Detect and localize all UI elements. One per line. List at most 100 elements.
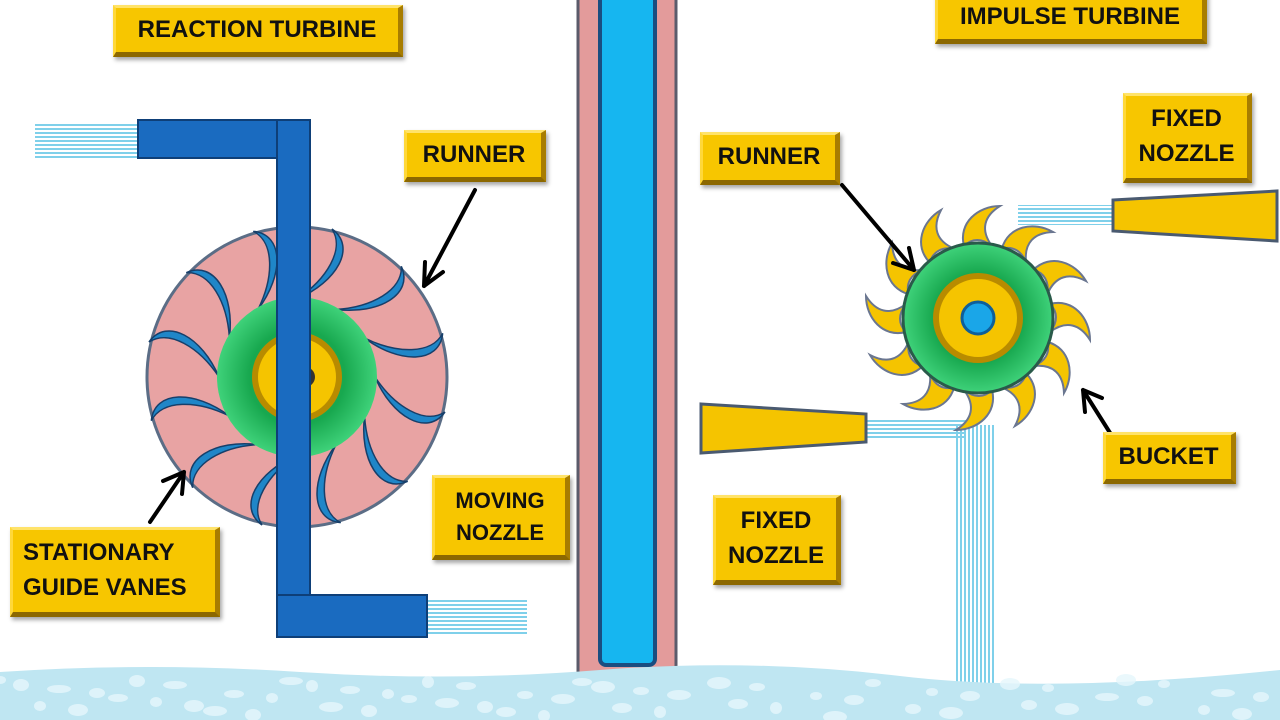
- water-droplet: [960, 691, 980, 701]
- water-droplet: [184, 700, 204, 712]
- water-droplet: [865, 679, 881, 687]
- reaction-pipe: [137, 119, 428, 638]
- water-droplet: [279, 677, 303, 685]
- guide-vane: [364, 332, 444, 358]
- water-droplet: [1000, 678, 1020, 690]
- water-jet-bottom-nozzle: [866, 420, 966, 440]
- water-droplet: [108, 694, 128, 702]
- guide-vane: [186, 269, 232, 339]
- bucket: [1000, 225, 1057, 264]
- water-droplet: [319, 702, 343, 712]
- water-droplet: [517, 691, 533, 699]
- arrow-runner-right: [840, 183, 916, 272]
- water-droplet: [224, 690, 244, 698]
- water-droplet: [770, 702, 782, 714]
- water-droplet: [844, 695, 864, 705]
- water-droplet: [1211, 689, 1235, 697]
- water-droplet: [129, 675, 145, 687]
- stationary-guide-vanes-label: STATIONARY GUIDE VANES: [10, 527, 220, 617]
- bucket-label: BUCKET: [1103, 432, 1236, 484]
- guide-vane: [296, 228, 344, 300]
- water-droplet: [1095, 693, 1119, 701]
- water-droplet: [163, 681, 187, 689]
- bucket: [1032, 340, 1071, 397]
- water-droplet: [1198, 705, 1210, 715]
- water-droplet: [612, 703, 632, 713]
- water-droplet: [1232, 708, 1252, 720]
- water-droplet: [203, 706, 227, 716]
- water-droplet: [89, 688, 105, 698]
- guide-vane: [252, 230, 278, 310]
- arrow-bucket: [1081, 388, 1114, 438]
- water-droplet: [361, 705, 377, 717]
- bucket: [1001, 371, 1036, 429]
- guide-vane: [250, 454, 298, 526]
- water-droplet: [728, 699, 748, 709]
- guide-vane: [316, 444, 342, 524]
- water-droplet: [340, 686, 360, 694]
- water-jet-outlet: [427, 600, 527, 635]
- fixed-nozzle-bottom-label: FIXED NOZZLE: [713, 495, 841, 585]
- water-droplet: [150, 697, 162, 707]
- water-droplet: [1158, 680, 1170, 688]
- arrow-runner-left: [422, 188, 477, 288]
- water-jet-top-nozzle: [1018, 205, 1113, 225]
- guide-vane: [148, 330, 220, 378]
- water-droplet: [382, 689, 394, 699]
- bucket: [1031, 260, 1089, 295]
- runner-label-left: RUNNER: [404, 130, 546, 182]
- bucket: [864, 292, 908, 335]
- moving-nozzle-label: MOVING NOZZLE: [432, 475, 570, 560]
- bucket: [867, 341, 925, 376]
- water-droplet: [266, 693, 278, 703]
- guide-vane: [335, 266, 405, 312]
- water-droplet: [422, 676, 434, 688]
- fixed-nozzle-top: [1111, 189, 1279, 243]
- water-droplet: [68, 704, 88, 716]
- water-droplet: [572, 678, 592, 686]
- bucket: [1048, 301, 1092, 344]
- water-droplet: [0, 676, 6, 684]
- water-droplet: [1021, 700, 1037, 710]
- water-droplet: [1042, 684, 1054, 692]
- impulse-runner: [864, 204, 1092, 432]
- water-fall: [955, 425, 995, 685]
- water-droplet: [749, 683, 765, 691]
- water-droplet: [538, 710, 550, 720]
- arrow-guide-vanes: [148, 470, 186, 524]
- water-droplet: [401, 695, 417, 703]
- impulse-turbine-title: IMPULSE TURBINE: [935, 0, 1207, 44]
- water-droplet: [939, 707, 963, 719]
- water-droplet: [477, 701, 493, 713]
- guide-vane: [362, 415, 408, 485]
- reaction-turbine-title: REACTION TURBINE: [113, 5, 403, 57]
- fixed-nozzle-top-label: FIXED NOZZLE: [1123, 93, 1252, 183]
- bucket: [899, 372, 956, 411]
- guide-vane: [150, 396, 230, 422]
- fixed-nozzle-bottom: [699, 402, 868, 455]
- water-droplet: [810, 692, 822, 700]
- water-droplet: [633, 687, 649, 695]
- water-droplet: [905, 704, 921, 714]
- water-droplet: [456, 682, 476, 690]
- water-droplet: [306, 680, 318, 692]
- water-droplet: [591, 681, 615, 693]
- water-droplet: [1116, 674, 1136, 686]
- water-droplet: [435, 698, 459, 708]
- water-droplet: [707, 677, 731, 689]
- guide-vane: [189, 442, 259, 488]
- buckets: [864, 204, 1092, 432]
- bucket: [961, 204, 1004, 248]
- water-droplet: [654, 706, 666, 718]
- water-droplet: [47, 685, 71, 693]
- water-droplet: [1253, 692, 1269, 702]
- water-droplet: [823, 711, 847, 720]
- water-droplet: [13, 679, 29, 691]
- water-droplet: [667, 690, 691, 700]
- water-droplet: [34, 701, 46, 711]
- water-droplet: [926, 688, 938, 696]
- water-droplet: [1137, 696, 1153, 706]
- water-droplet: [551, 694, 575, 704]
- bucket: [920, 207, 955, 265]
